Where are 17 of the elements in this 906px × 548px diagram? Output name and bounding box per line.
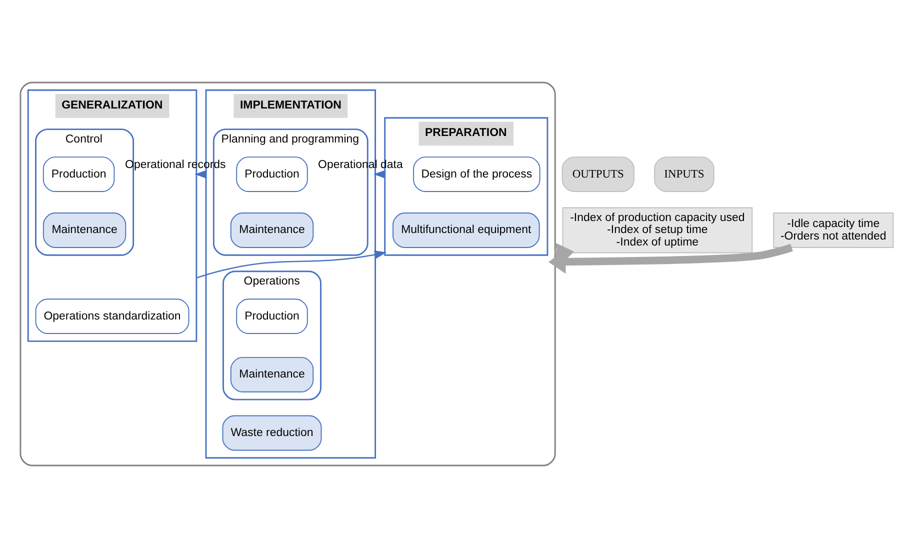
node-box: Maintenance — [230, 356, 314, 392]
node-box: Operations standardization — [35, 298, 190, 334]
node-box: Production — [236, 298, 308, 334]
node-box: -Index of production capacity used -Index of setup time -Index of uptime — [562, 207, 753, 254]
node-box: Design of the process — [413, 156, 540, 192]
node-box: Maintenance — [42, 212, 126, 248]
arrow — [196, 250, 387, 279]
cluster — [20, 82, 556, 466]
node-box: Production — [236, 156, 308, 192]
node-box: Production — [42, 156, 115, 192]
node-box: OUTPUTS — [562, 156, 634, 192]
node-box: Waste reduction — [222, 415, 322, 451]
arrow — [548, 244, 793, 274]
node-box: -Idle capacity time -Orders not attended — [773, 212, 894, 248]
node-box: INPUTS — [654, 156, 714, 192]
node-box: Multifunctional equipment — [392, 212, 540, 248]
node-box: Maintenance — [230, 212, 314, 248]
